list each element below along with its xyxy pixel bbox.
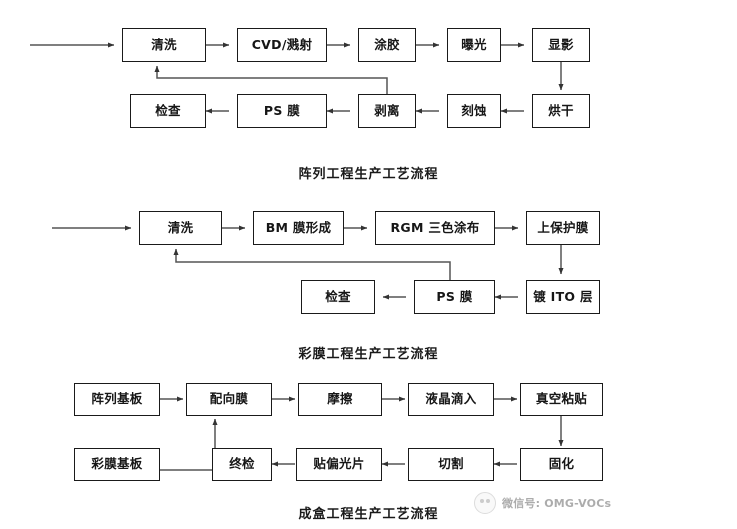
node-final-inspection[interactable]: 终检	[212, 448, 272, 481]
node-label: 清洗	[167, 219, 194, 235]
node-label: 终检	[229, 456, 255, 472]
node-label: PS 膜	[436, 288, 473, 304]
node-color-filter-substrate[interactable]: 彩膜基板	[74, 448, 160, 481]
node-label: 曝光	[461, 36, 487, 52]
node-label: RGM 三色涂布	[390, 219, 480, 235]
node-label: 贴偏光片	[313, 456, 365, 472]
node-curing[interactable]: 固化	[520, 448, 603, 481]
node-qingxi-cf[interactable]: 清洗	[139, 211, 222, 245]
node-label: 液晶滴入	[425, 391, 477, 407]
caption-cell-assembly-process: 成盒工程生产工艺流程	[298, 507, 439, 522]
node-label: PS 膜	[263, 102, 301, 118]
node-jiancha-array[interactable]: 检查	[130, 94, 206, 128]
node-label: 摩擦	[327, 391, 353, 407]
node-label: 配向膜	[209, 391, 249, 407]
node-label: 彩膜基板	[91, 456, 143, 472]
node-baoguang[interactable]: 曝光	[447, 28, 501, 62]
node-boli[interactable]: 剥离	[358, 94, 416, 128]
node-label: 固化	[548, 456, 575, 472]
node-label: 清洗	[151, 36, 177, 52]
node-vacuum-bonding[interactable]: 真空粘贴	[520, 383, 603, 416]
caption-array-process: 阵列工程生产工艺流程	[298, 167, 439, 182]
node-tujiao[interactable]: 涂胶	[358, 28, 416, 62]
node-polarizer-attach[interactable]: 贴偏光片	[296, 448, 382, 481]
node-label: 涂胶	[374, 36, 400, 52]
node-qingxi-array[interactable]: 清洗	[122, 28, 206, 62]
node-label: 镀 ITO 层	[533, 288, 593, 304]
node-label: CVD/溅射	[251, 36, 313, 52]
node-label: 烘干	[548, 102, 574, 118]
node-ito-plating[interactable]: 镀 ITO 层	[526, 280, 600, 314]
node-hongan[interactable]: 烘干	[532, 94, 590, 128]
node-array-substrate[interactable]: 阵列基板	[74, 383, 160, 416]
node-cutting[interactable]: 切割	[408, 448, 494, 481]
watermark-text: 微信号: OMG-VOCs	[502, 497, 612, 510]
node-label: 切割	[438, 456, 464, 472]
node-keshi[interactable]: 刻蚀	[447, 94, 501, 128]
node-xianying[interactable]: 显影	[532, 28, 590, 62]
node-lc-dropping[interactable]: 液晶滴入	[408, 383, 494, 416]
node-rgm-tricolor-coating[interactable]: RGM 三色涂布	[375, 211, 495, 245]
node-cvd-sputter[interactable]: CVD/溅射	[237, 28, 327, 62]
node-label: 上保护膜	[537, 219, 589, 235]
node-rubbing[interactable]: 摩擦	[298, 383, 382, 416]
circle-logo-icon	[474, 492, 496, 514]
node-bm-film-forming[interactable]: BM 膜形成	[253, 211, 344, 245]
node-label: 检查	[155, 102, 181, 118]
node-label: 真空粘贴	[535, 391, 588, 407]
wire-c10-c2	[160, 418, 218, 471]
node-alignment-film[interactable]: 配向膜	[186, 383, 272, 416]
watermark: 微信号: OMG-VOCs	[474, 492, 611, 514]
node-label: 剥离	[374, 102, 400, 118]
node-ps-film-array[interactable]: PS 膜	[237, 94, 327, 128]
wire-a8-feedback-a1	[154, 65, 388, 94]
node-label: 检查	[325, 288, 351, 304]
node-label: BM 膜形成	[265, 219, 332, 235]
node-label: 显影	[548, 36, 574, 52]
wire-b6-feedback-b1	[173, 248, 451, 281]
node-protective-film[interactable]: 上保护膜	[526, 211, 600, 245]
node-ps-film-cf[interactable]: PS 膜	[414, 280, 495, 314]
caption-color-filter-process: 彩膜工程生产工艺流程	[298, 347, 439, 362]
node-jiancha-cf[interactable]: 检查	[301, 280, 375, 314]
node-label: 阵列基板	[91, 391, 143, 407]
node-label: 刻蚀	[461, 102, 487, 118]
